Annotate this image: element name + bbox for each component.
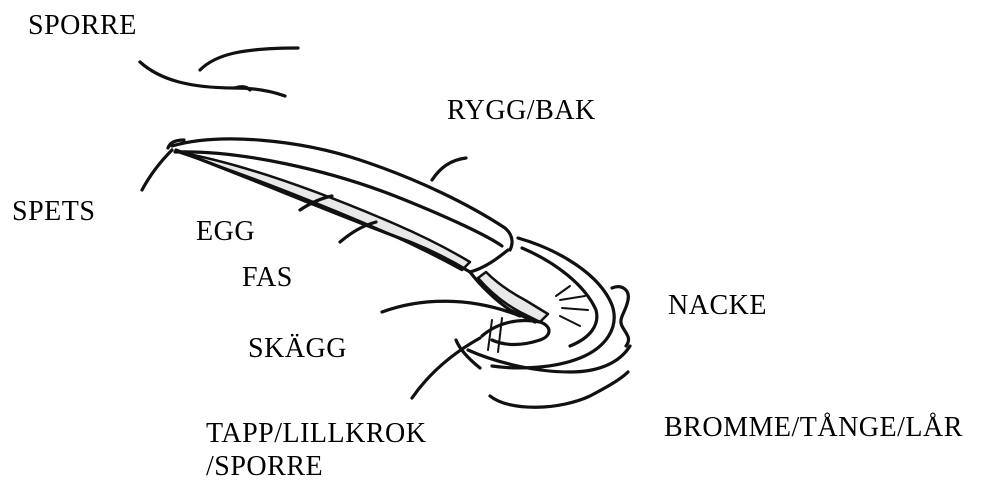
- brace-bromme: [490, 372, 628, 407]
- label-fas: FAS: [242, 264, 293, 292]
- label-nacke: NACKE: [668, 292, 767, 320]
- detached-spur-sketch: [140, 48, 298, 96]
- label-spets: SPETS: [12, 198, 95, 226]
- label-tapp-line2: /SPORRE: [206, 453, 323, 481]
- label-sporre: SPORRE: [28, 12, 137, 40]
- leader-fas: [340, 222, 376, 242]
- leader-rygg: [432, 158, 466, 180]
- scythe-blade: [168, 139, 630, 372]
- leader-lines: [142, 150, 629, 407]
- leader-spets: [142, 150, 172, 190]
- label-egg: EGG: [196, 218, 255, 246]
- label-tapp-line1: TAPP/LILLKROK: [206, 420, 426, 448]
- leader-tapp: [412, 338, 480, 398]
- label-rygg-bak: RYGG/BAK: [447, 97, 596, 125]
- label-skagg: SKÄGG: [248, 335, 347, 363]
- label-bromme: BROMME/TÅNGE/LÅR: [664, 414, 963, 442]
